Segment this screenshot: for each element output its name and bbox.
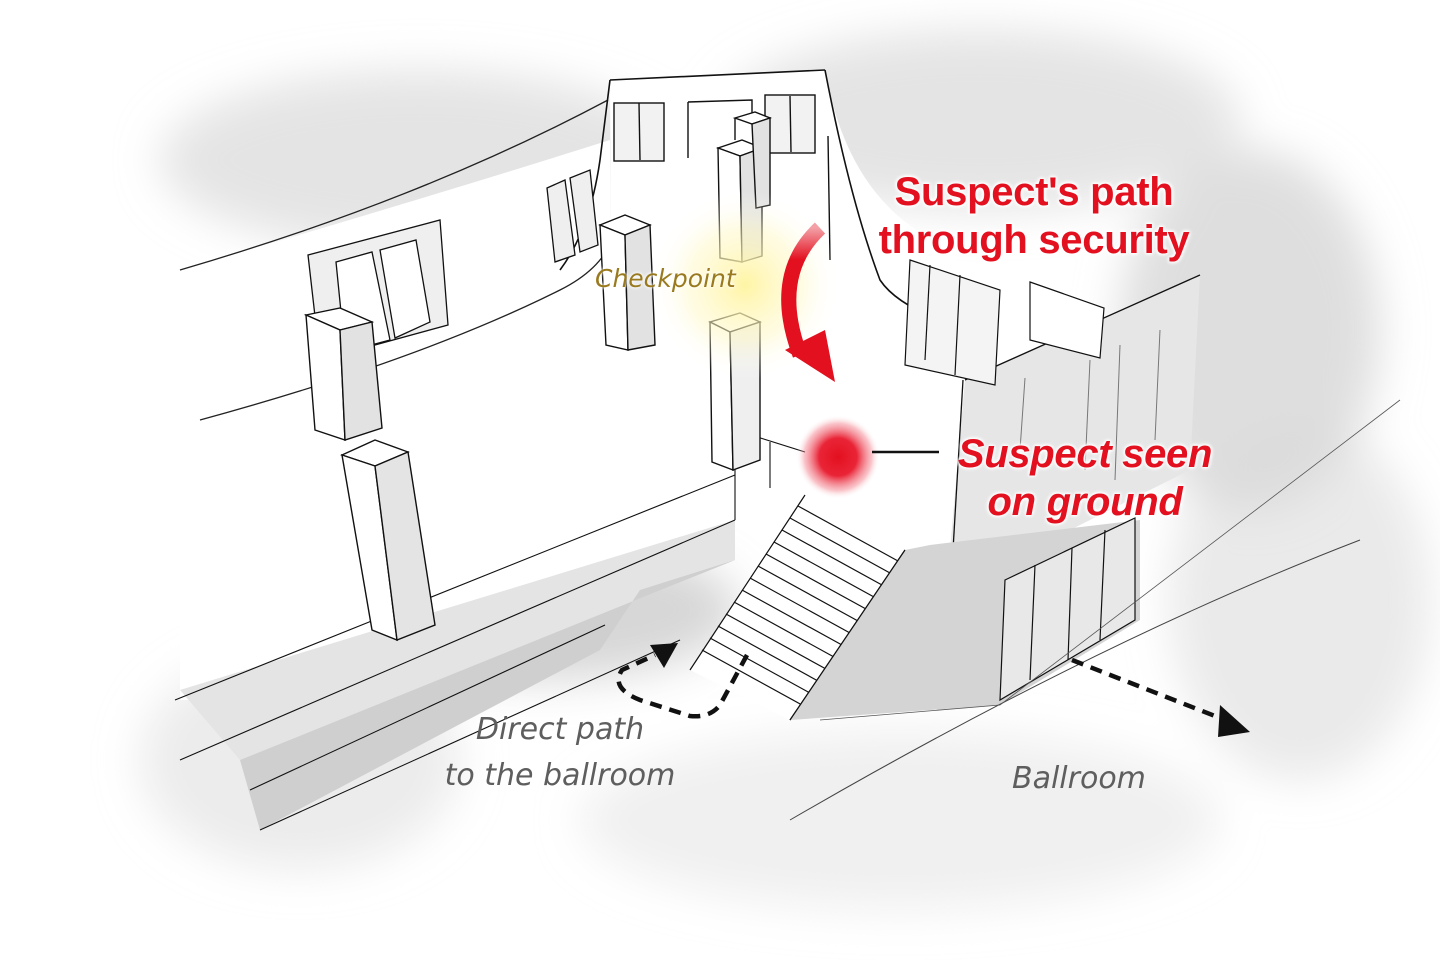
suspect-seen-label: Suspect seen on ground: [940, 430, 1230, 526]
ballroom-label: Ballroom: [1012, 761, 1146, 796]
dashed-arrow-icon: [616, 652, 749, 719]
column: [340, 439, 436, 642]
dashed-arrow-icon: [1071, 657, 1250, 737]
suspect-path-line2: through security: [878, 218, 1190, 262]
red-dot-marker-icon: [796, 415, 880, 499]
column: [303, 307, 383, 441]
curved-arrow-down-icon: [781, 222, 835, 382]
column: [732, 111, 773, 209]
suspect-path-label: Suspect's path through security: [852, 168, 1216, 264]
direct-path-label: Direct path to the ballroom: [420, 707, 700, 799]
suspect-path-line1: Suspect's path: [894, 170, 1174, 214]
direct-path-line2: to the ballroom: [444, 758, 676, 793]
checkpoint-label: Checkpoint: [595, 264, 736, 293]
suspect-seen-line1: Suspect seen: [957, 432, 1213, 476]
direct-path-line1: Direct path: [475, 712, 645, 747]
suspect-seen-line2: on ground: [987, 480, 1183, 524]
column: [598, 214, 656, 351]
